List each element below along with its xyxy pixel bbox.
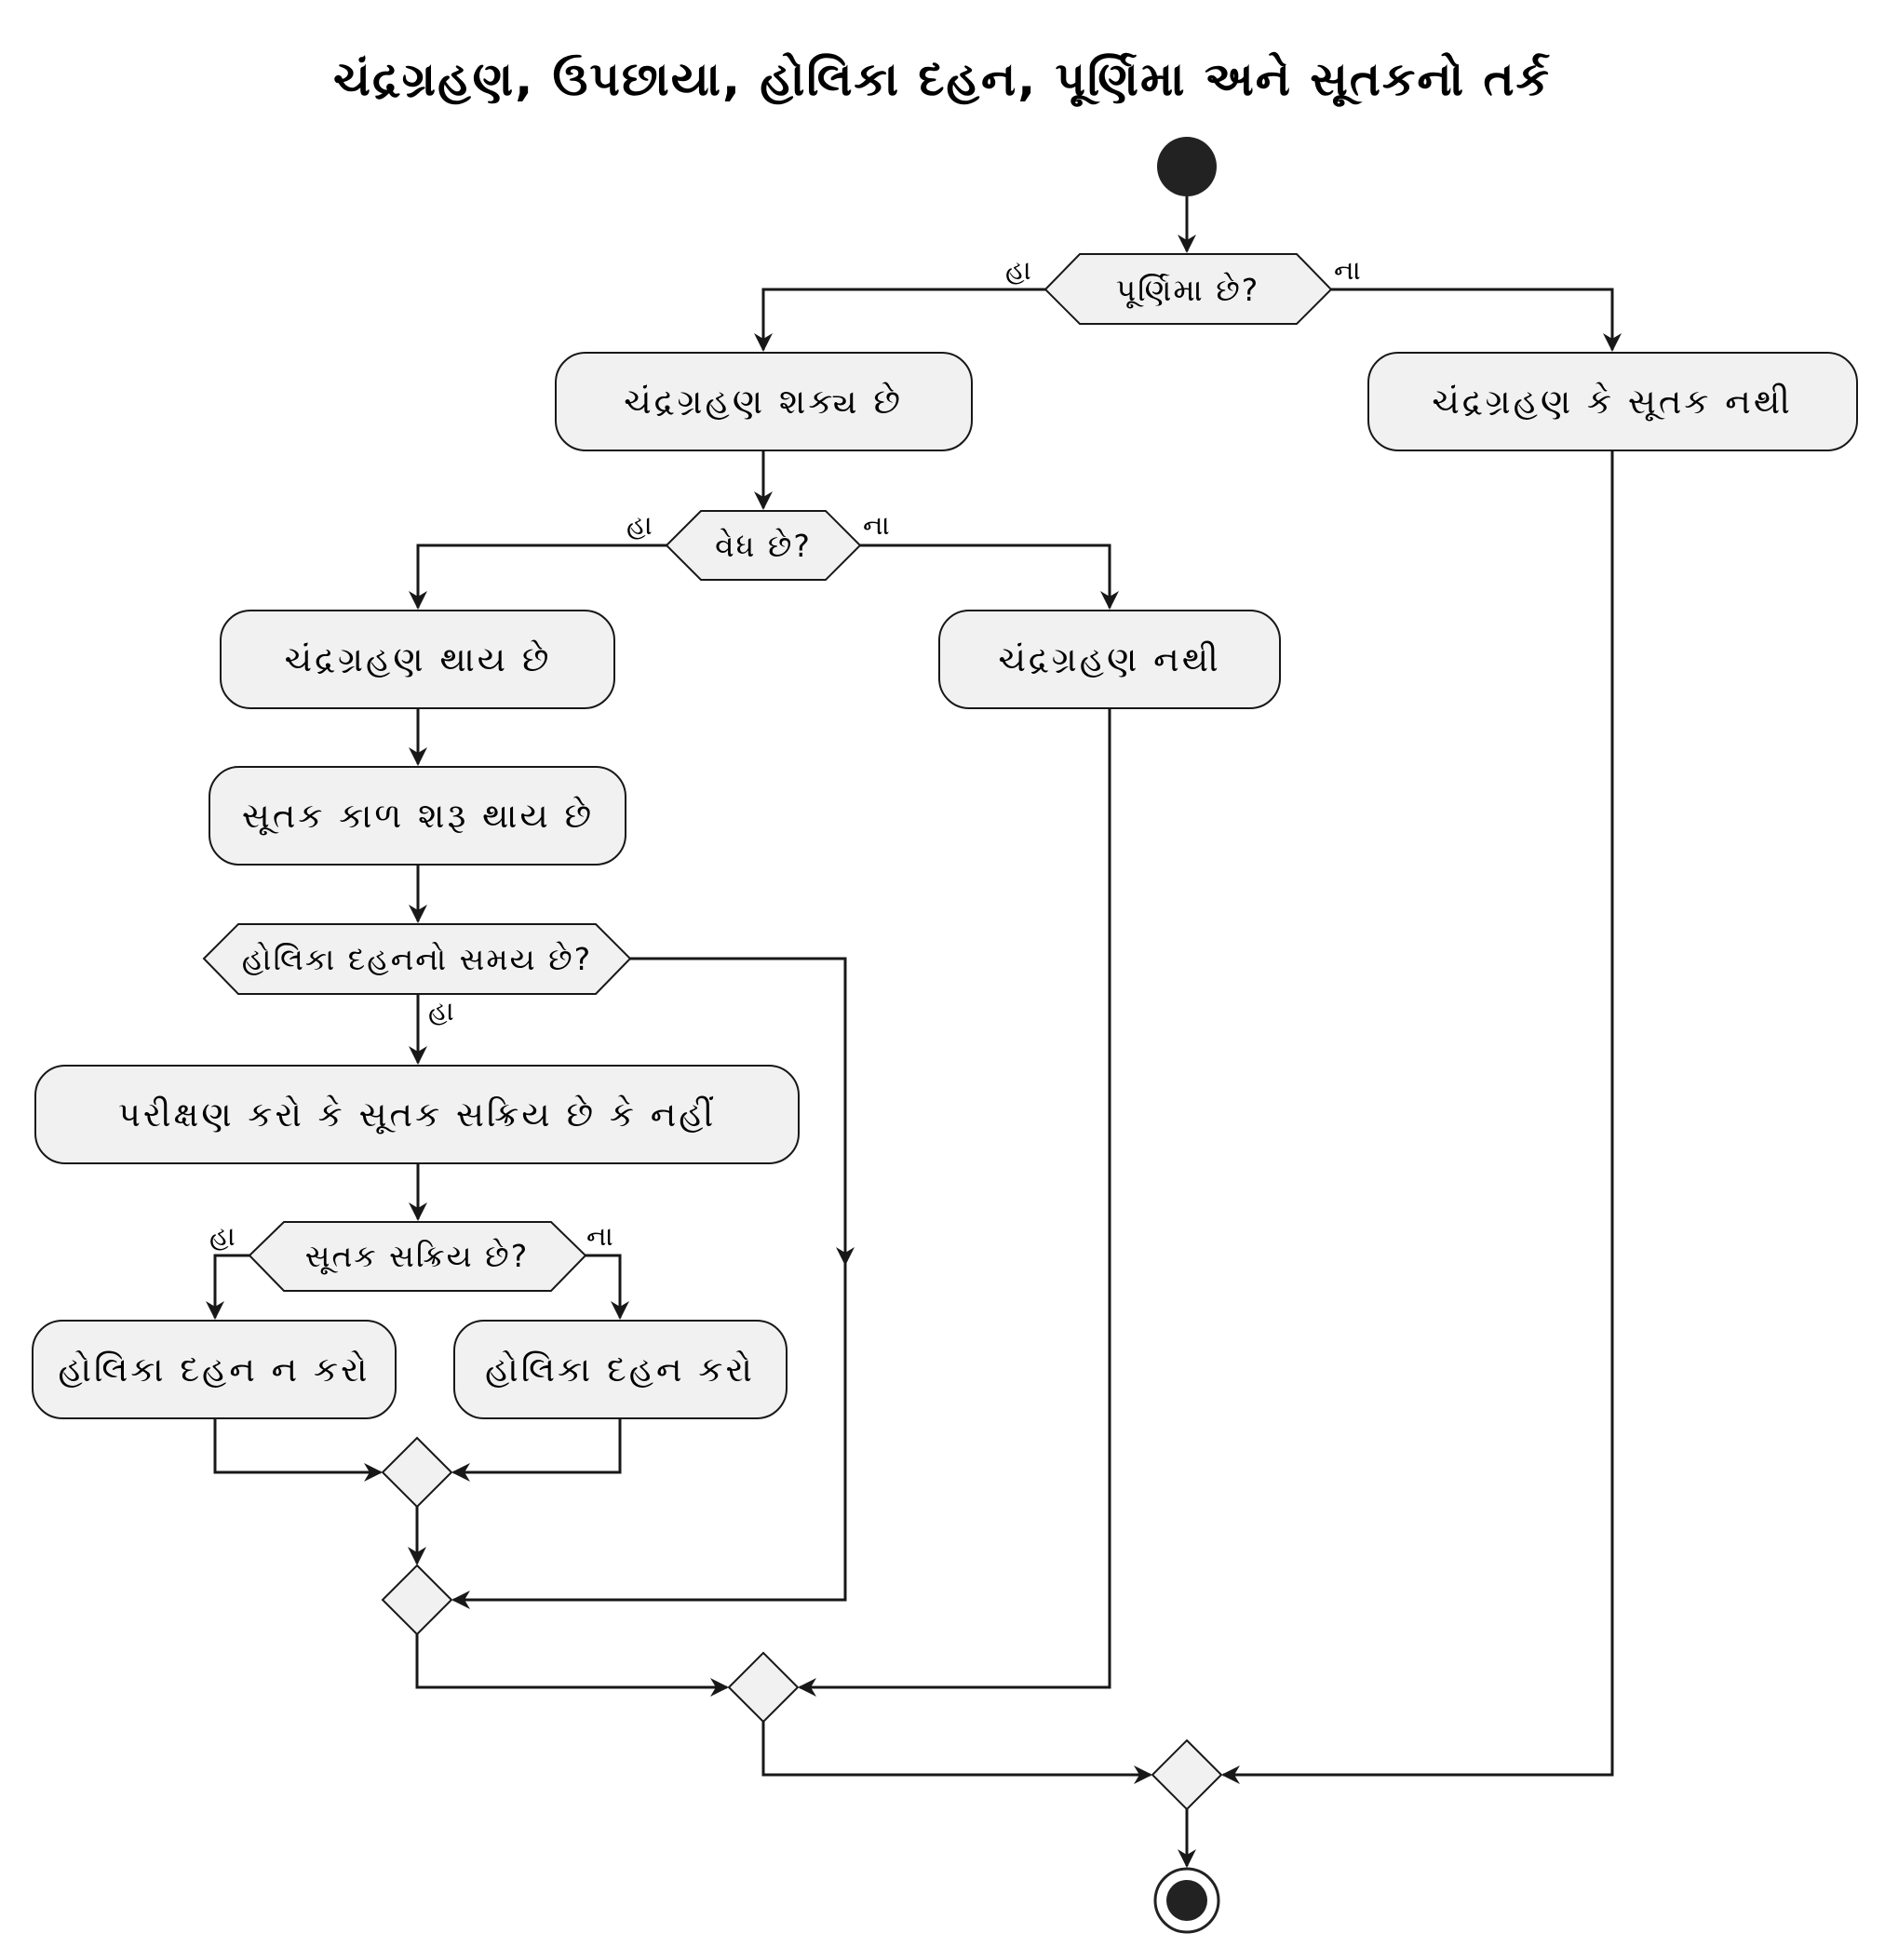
edge-vedh-yes xyxy=(409,544,666,610)
diagram-title: ચંદ્રગ્રહણ, ઉપછાયા, હોલિકા દહન, પૂર્ણિમા… xyxy=(333,51,1551,107)
end-node xyxy=(1153,1867,1220,1934)
decision-vedh-label: વેધ છે? xyxy=(715,528,812,564)
action-eclipse-possible: ચંદ્રગ્રહણ શક્ય છે xyxy=(555,352,973,451)
edge-vedh-no xyxy=(860,544,1119,610)
action-check-sutak-label: પરીક્ષણ કરો કે સૂતક સક્રિય છે કે નહીં xyxy=(118,1094,716,1135)
edge-purnima-no xyxy=(1331,288,1622,352)
action-eclipse-occurs-label: ચંદ્રગ્રહણ થાય છે xyxy=(285,639,552,679)
decision-sutak-active-label: સૂતક સક્રિય છે? xyxy=(305,1238,529,1274)
action-dont-holika-label: હોલિકા દહન ન કરો xyxy=(59,1349,370,1389)
edge-merge3-to-merge4 xyxy=(761,1722,1152,1784)
action-no-eclipse: ચંદ્રગ્રહણ નથી xyxy=(938,610,1281,709)
action-sutak-starts-label: સૂતક કાળ શરૂ થાય છે xyxy=(242,796,594,837)
action-no-eclipse-or-sutak-label: ચંદ્રગ્રહણ કે સૂતક નથી xyxy=(1432,382,1793,423)
vedh-yes-label: હા xyxy=(626,509,653,541)
vedh-no-label: ના xyxy=(863,509,890,541)
action-sutak-starts: સૂતક કાળ શરૂ થાય છે xyxy=(209,766,626,866)
decision-holika-time-label: હોલિકા દહનનો સમય છે? xyxy=(242,941,592,977)
edge-dont-to-merge1 xyxy=(213,1418,383,1482)
holika-time-yes-label: હા xyxy=(428,995,454,1027)
action-no-eclipse-label: ચંદ્રગ્રહણ નથી xyxy=(998,639,1220,679)
decision-vedh: વેધ છે? xyxy=(665,510,862,581)
edge-none-to-merge4 xyxy=(1221,450,1614,1784)
start-node xyxy=(1157,137,1217,196)
action-eclipse-occurs: ચંદ્રગ્રહણ થાય છે xyxy=(220,610,615,709)
merge-node-3 xyxy=(727,1651,800,1724)
decision-holika-time: હોલિકા દહનનો સમય છે? xyxy=(202,923,632,995)
merge-node-2 xyxy=(381,1564,453,1636)
action-dont-holika: હોલિકા દહન ન કરો xyxy=(32,1320,397,1419)
sutak-active-yes-label: હા xyxy=(209,1220,236,1252)
edge-merge2-to-merge3 xyxy=(415,1634,729,1697)
decision-sutak-active: સૂતક સક્રિય છે? xyxy=(248,1221,587,1292)
edge-sutak-active-yes xyxy=(206,1254,249,1320)
purnima-yes-label: હા xyxy=(1005,254,1031,286)
edge-sutak-active-no xyxy=(586,1254,629,1320)
edge-holika-time-no xyxy=(451,957,847,1609)
merge-node-4 xyxy=(1151,1738,1223,1811)
edge-do-to-merge1 xyxy=(451,1418,622,1482)
edge-no-eclipse-to-merge3 xyxy=(798,708,1111,1697)
action-no-eclipse-or-sutak: ચંદ્રગ્રહણ કે સૂતક નથી xyxy=(1367,352,1858,451)
decision-purnima-label: પૂર્ણિમા છે? xyxy=(1116,272,1260,308)
action-do-holika-label: હોલિકા દહન કરો xyxy=(485,1349,755,1389)
action-eclipse-possible-label: ચંદ્રગ્રહણ શક્ય છે xyxy=(624,382,903,422)
action-do-holika: હોલિકા દહન કરો xyxy=(453,1320,788,1419)
purnima-no-label: ના xyxy=(1334,254,1361,286)
decision-purnima: પૂર્ણિમા છે? xyxy=(1043,253,1333,325)
sutak-active-no-label: ના xyxy=(586,1220,613,1252)
action-check-sutak: પરીક્ષણ કરો કે સૂતક સક્રિય છે કે નહીં xyxy=(34,1065,800,1164)
merge-node-1 xyxy=(381,1436,453,1509)
edge-purnima-yes xyxy=(754,288,1045,352)
